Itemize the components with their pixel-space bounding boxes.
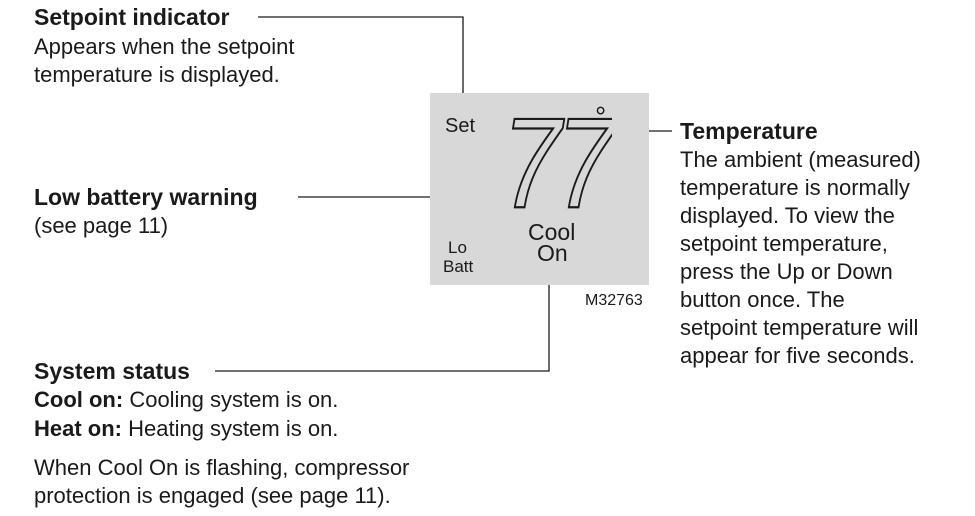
cool-indicator: Cool <box>528 219 576 245</box>
temperature-description: The ambient (measured) temperature is no… <box>680 146 921 370</box>
temperature-desc-line: The ambient (measured) <box>680 147 921 172</box>
compressor-protection-note: When Cool On is flashing, compressor pro… <box>34 454 409 510</box>
setpoint-indicator-description: Appears when the setpoint temperature is… <box>34 33 295 89</box>
heat-on-text: Heating system is on. <box>122 416 339 441</box>
note-line: protection is engaged (see page 11). <box>34 483 391 508</box>
cool-on-text: Cooling system is on. <box>123 387 339 412</box>
temperature-title: Temperature <box>680 118 818 144</box>
model-code: M32763 <box>585 292 643 309</box>
setpoint-indicator-title: Setpoint indicator <box>34 4 230 30</box>
lo-indicator: Lo <box>448 238 467 257</box>
cool-on-line: Cool on: Cooling system is on. <box>34 385 338 414</box>
set-indicator: Set <box>445 115 476 137</box>
note-line: When Cool On is flashing, compressor <box>34 455 410 480</box>
degree-symbol: ° <box>595 101 607 132</box>
system-status-title: System status <box>34 358 190 384</box>
temperature-desc-line: temperature is normally <box>680 175 910 200</box>
thermostat-display: Set 77 ° Lo Batt Cool On <box>430 93 649 285</box>
setpoint-desc-line: Appears when the setpoint <box>34 34 295 59</box>
low-battery-title: Low battery warning <box>34 184 258 210</box>
temperature-desc-line: appear for five seconds. <box>680 343 915 368</box>
on-indicator: On <box>537 240 568 266</box>
heat-on-label: Heat on: <box>34 416 122 441</box>
temperature-digits: 77 <box>502 107 612 211</box>
temperature-desc-line: press the Up or Down <box>680 259 893 284</box>
temperature-desc-line: displayed. To view the <box>680 203 895 228</box>
temperature-desc-line: setpoint temperature will <box>680 315 919 340</box>
status-leader <box>215 272 550 372</box>
low-battery-description: (see page 11) <box>34 213 169 238</box>
cool-on-label: Cool on: <box>34 387 124 412</box>
batt-indicator: Batt <box>443 257 474 276</box>
heat-on-line: Heat on: Heating system is on. <box>34 414 338 443</box>
temperature-readout: 77 <box>502 107 612 211</box>
temperature-desc-line: button once. The <box>680 287 845 312</box>
setpoint-desc-line: temperature is displayed. <box>34 62 280 87</box>
temperature-desc-line: setpoint temperature, <box>680 231 888 256</box>
